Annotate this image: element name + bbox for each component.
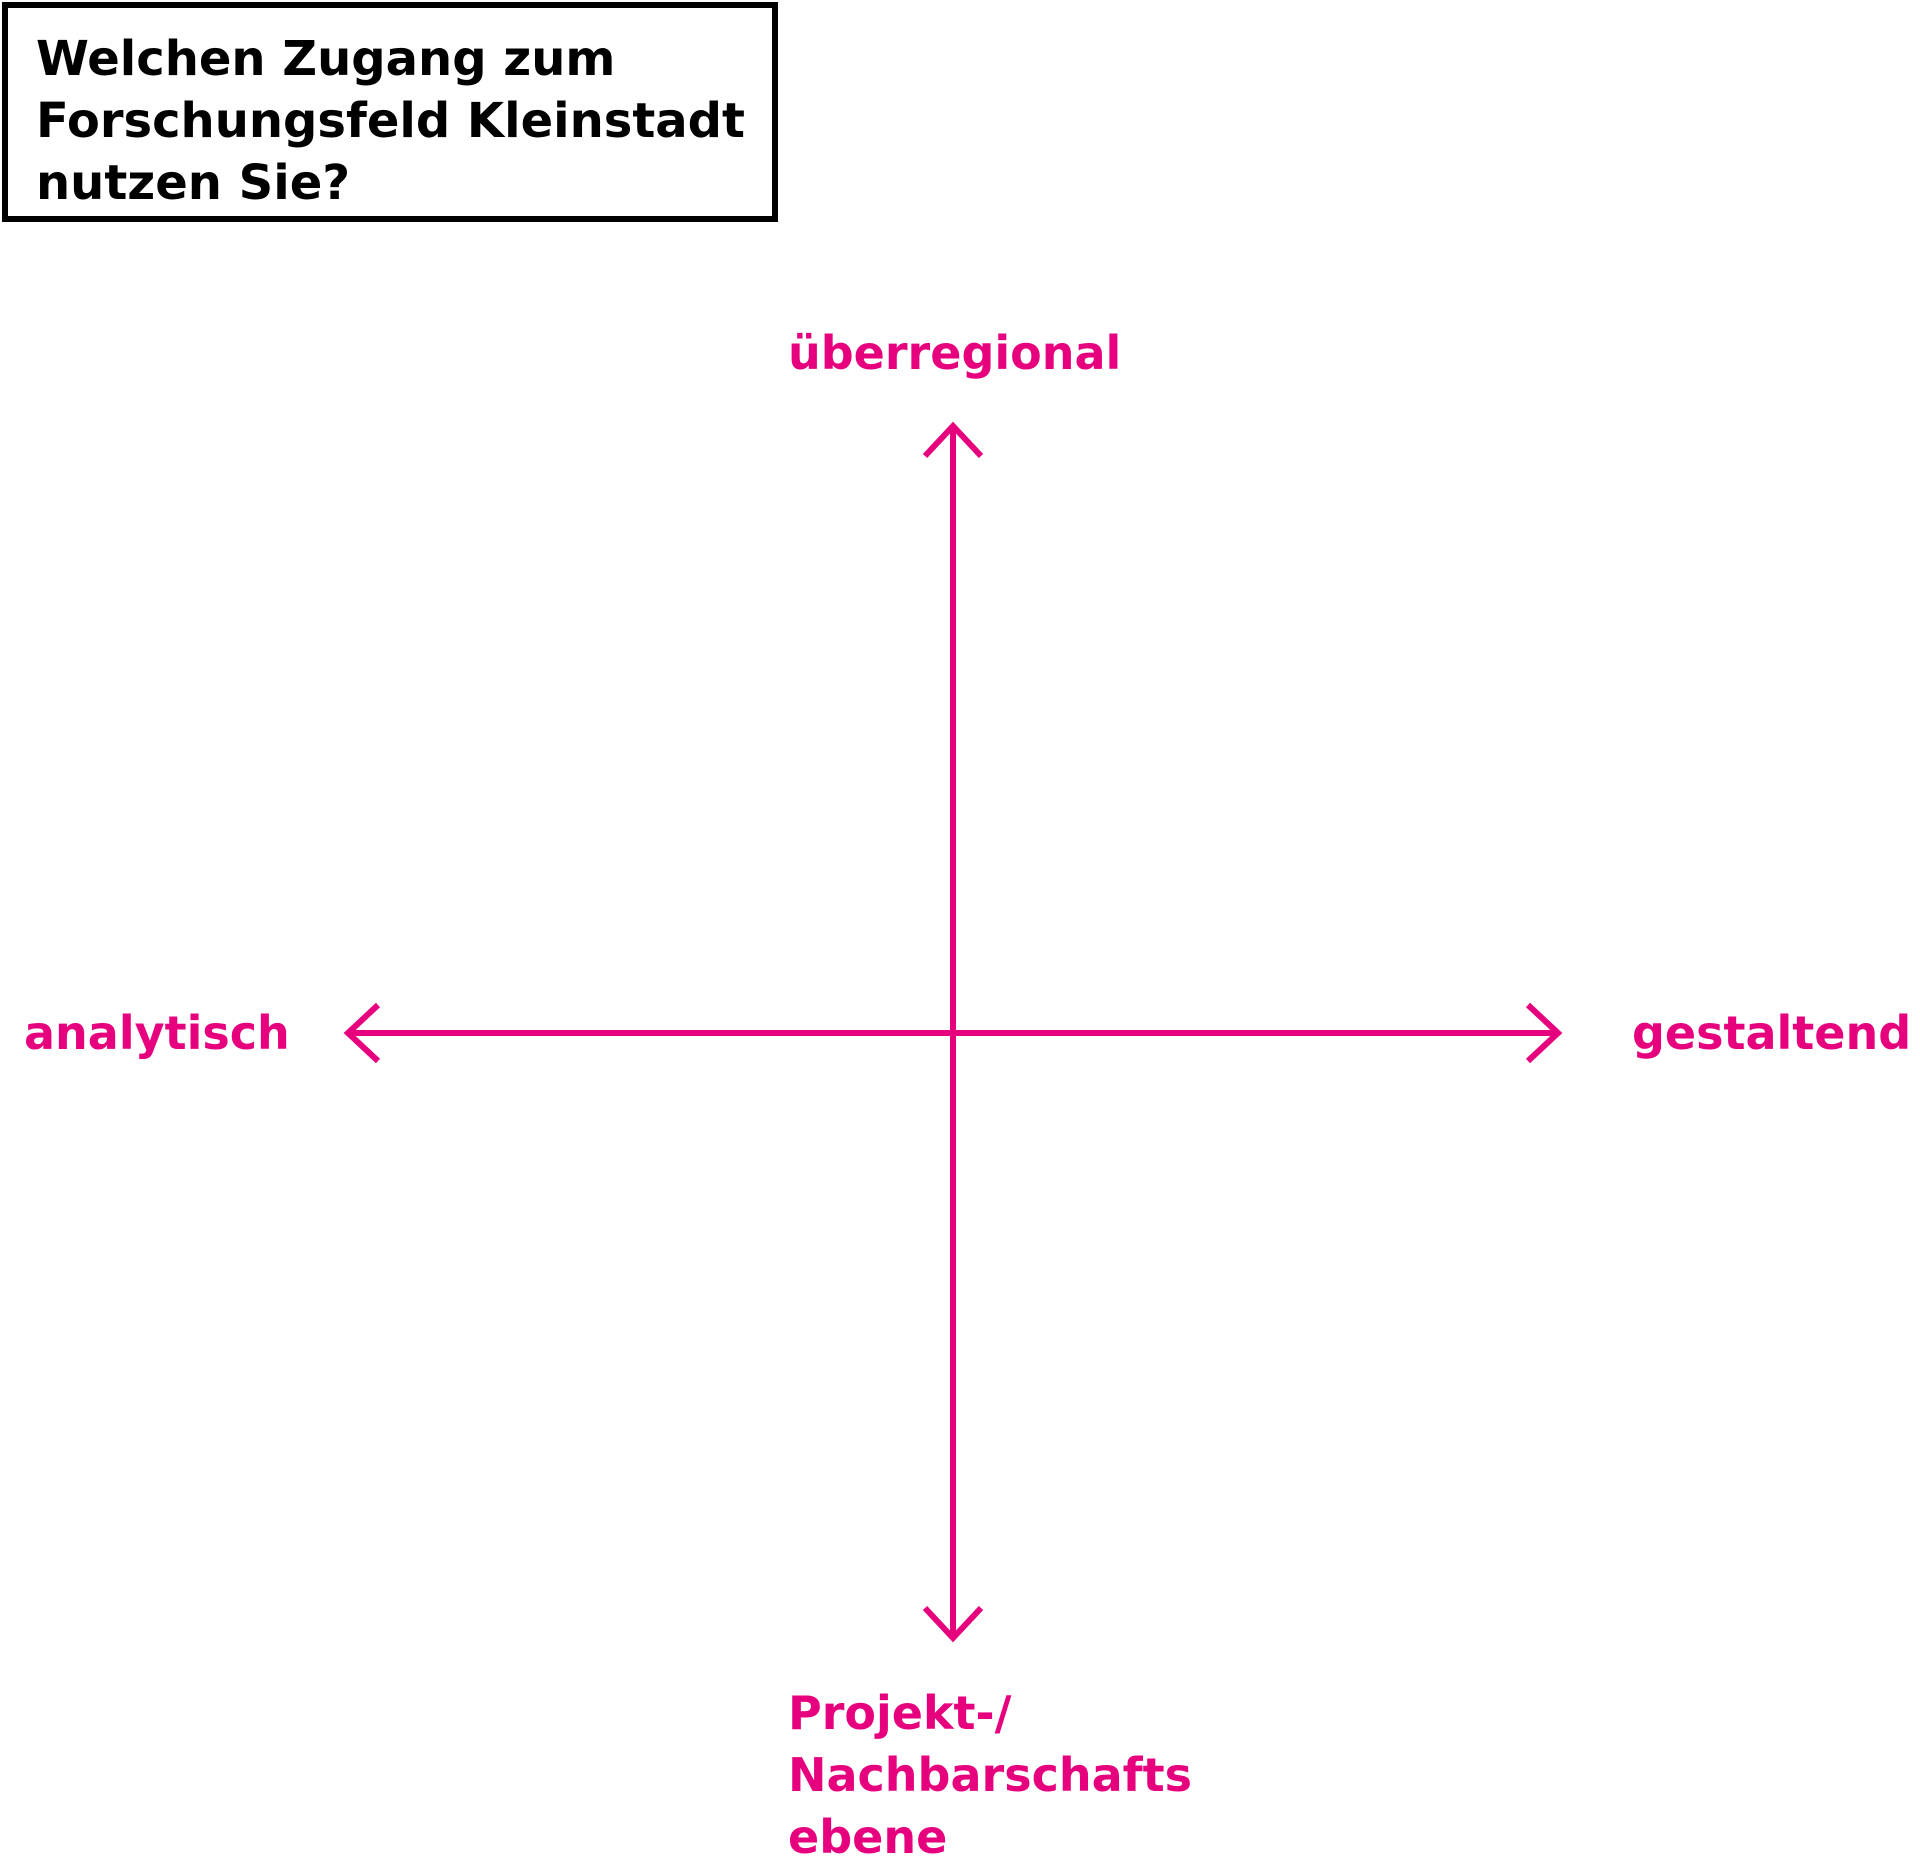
axis-label-bottom: Projekt-/ Nachbarschafts ebene [788,1682,1248,1868]
question-title: Welchen Zugang zum Forschungsfeld Kleins… [36,28,776,214]
question-box: Welchen Zugang zum Forschungsfeld Kleins… [2,2,778,222]
question-line-1: Welchen Zugang zum [36,31,616,87]
axis-label-bottom-line-1: Projekt-/ [788,1686,1012,1740]
arrow-up-icon [922,421,984,459]
arrow-left-icon [343,1002,381,1064]
axis-label-bottom-line-3: ebene [788,1810,948,1864]
question-line-2: Forschungsfeld Kleinstadt [36,93,745,149]
axis-label-bottom-line-2: Nachbarschafts [788,1748,1193,1802]
arrow-right-icon [1525,1002,1563,1064]
axis-label-left: analytisch [24,1006,290,1060]
question-line-3: nutzen Sie? [36,155,351,211]
axis-label-right: gestaltend [1632,1006,1912,1060]
arrow-down-icon [922,1605,984,1643]
axis-label-top: überregional [788,326,1122,380]
